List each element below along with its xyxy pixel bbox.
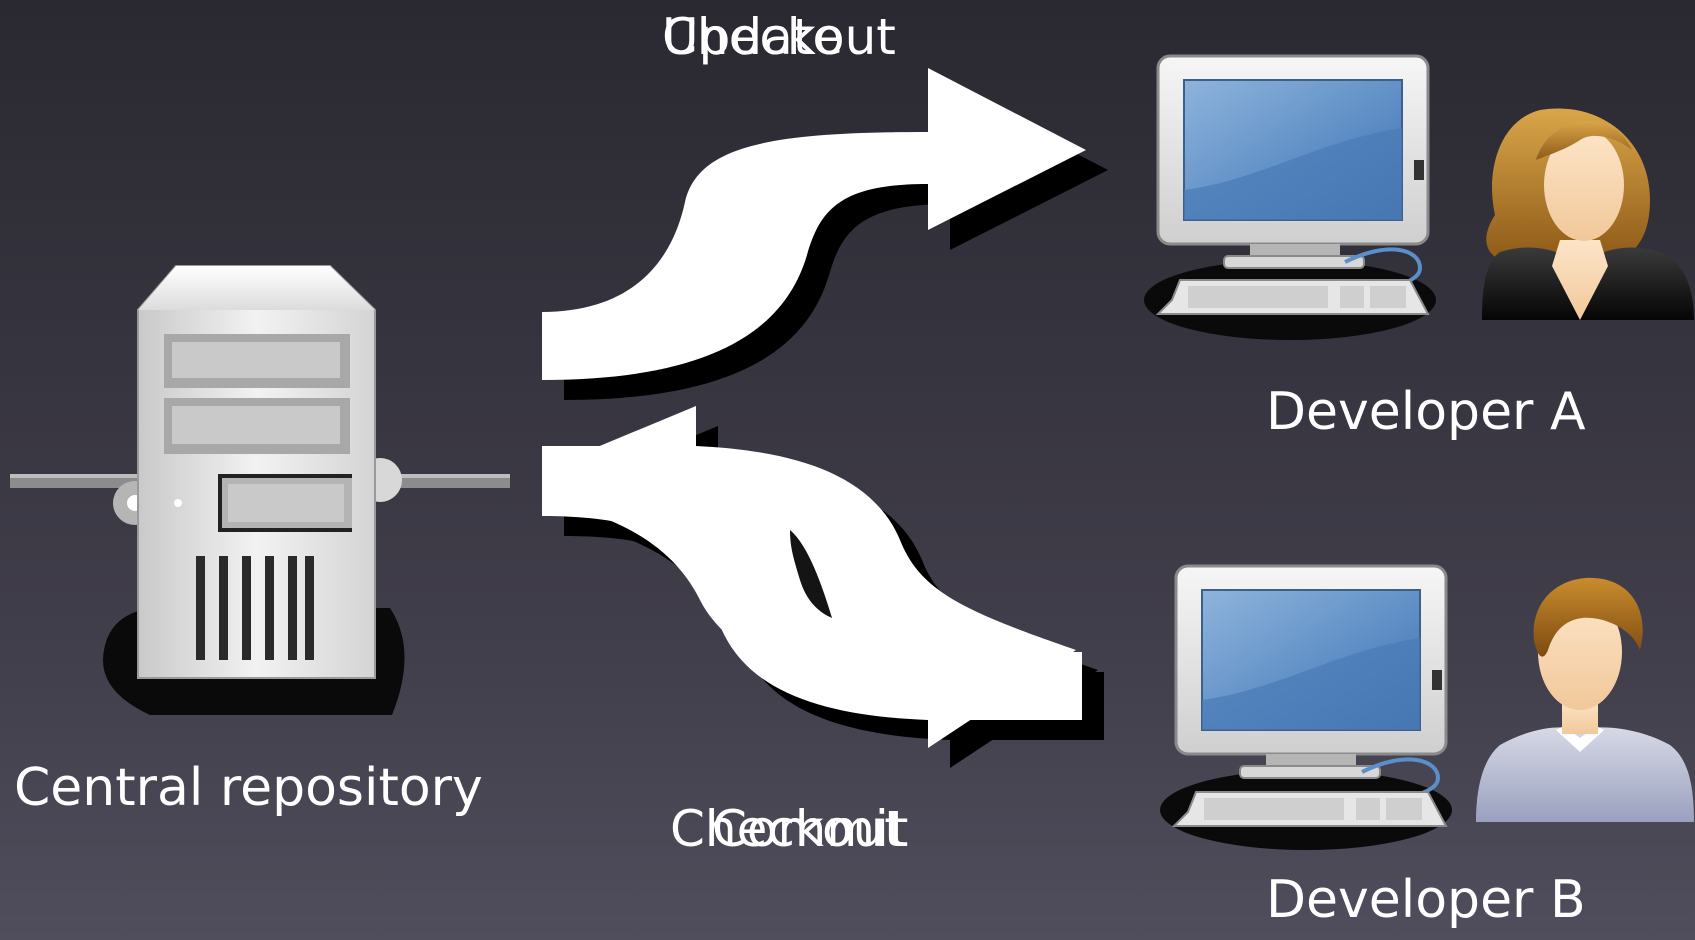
computer-icon xyxy=(1144,54,1436,340)
server-vents xyxy=(196,556,314,660)
server-icon xyxy=(10,265,510,715)
checkout-label-bottom: Checkout xyxy=(670,800,904,858)
checkout-label-top: Checkout xyxy=(662,8,896,66)
checkout-commit-arrows xyxy=(542,406,1104,768)
central-repository-label: Central repository xyxy=(14,758,483,818)
computer-icon xyxy=(1160,564,1452,850)
update-label: Update xyxy=(662,8,844,66)
commit-label: Commit xyxy=(712,800,909,858)
server-tower xyxy=(137,265,376,679)
female-user-icon xyxy=(1482,108,1694,320)
checkout-update-arrow xyxy=(542,68,1108,400)
developer-b-label: Developer B xyxy=(1266,870,1586,930)
developer-a-label: Developer A xyxy=(1266,382,1586,442)
male-user-icon xyxy=(1476,577,1694,822)
